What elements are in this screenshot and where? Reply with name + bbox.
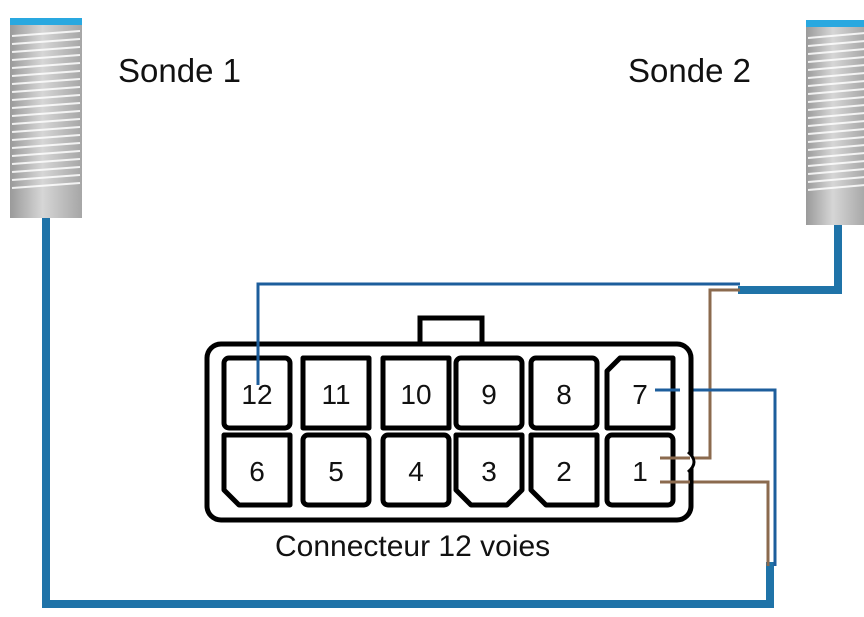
pin-1 [604,432,676,508]
probe-2-thread [807,32,864,191]
probe-2-cable [738,225,842,294]
pin-7 [604,355,676,431]
pin-label-3: 3 [481,456,497,487]
probe-1-thread [11,30,81,189]
probe-1-cable [42,218,774,608]
pin-label-10: 10 [400,379,431,410]
pin-label-7: 7 [632,379,648,410]
wire-pin1-lower [660,480,770,566]
pin-2 [528,432,600,508]
pin-10 [380,355,452,431]
pin-9 [453,355,525,431]
pin-8 [528,355,600,431]
pin-label-11: 11 [321,379,350,410]
probe-1-label: Sonde 1 [118,52,241,89]
pin-label-5: 5 [328,456,344,487]
pin-label-9: 9 [481,379,497,410]
pin-label-2: 2 [556,456,572,487]
pin-3 [453,432,525,508]
pin-label-6: 6 [249,456,265,487]
connector: 12 11 10 9 8 7 6 5 4 3 2 1 [204,315,696,523]
pin-5 [300,432,372,508]
pin-6 [221,432,293,508]
probe-2-cap [806,20,864,27]
probe-1 [10,18,82,218]
wire-pin7 [660,388,777,566]
probe-1-cap [10,18,82,25]
pin-label-4: 4 [408,456,424,487]
pin-label-8: 8 [556,379,572,410]
connector-label: Connecteur 12 voies [275,530,551,563]
pin-label-1: 1 [632,456,648,487]
probe-2 [806,20,864,225]
probe-2-label: Sonde 2 [628,52,751,89]
pin-11 [300,355,372,431]
pin-4 [380,432,452,508]
